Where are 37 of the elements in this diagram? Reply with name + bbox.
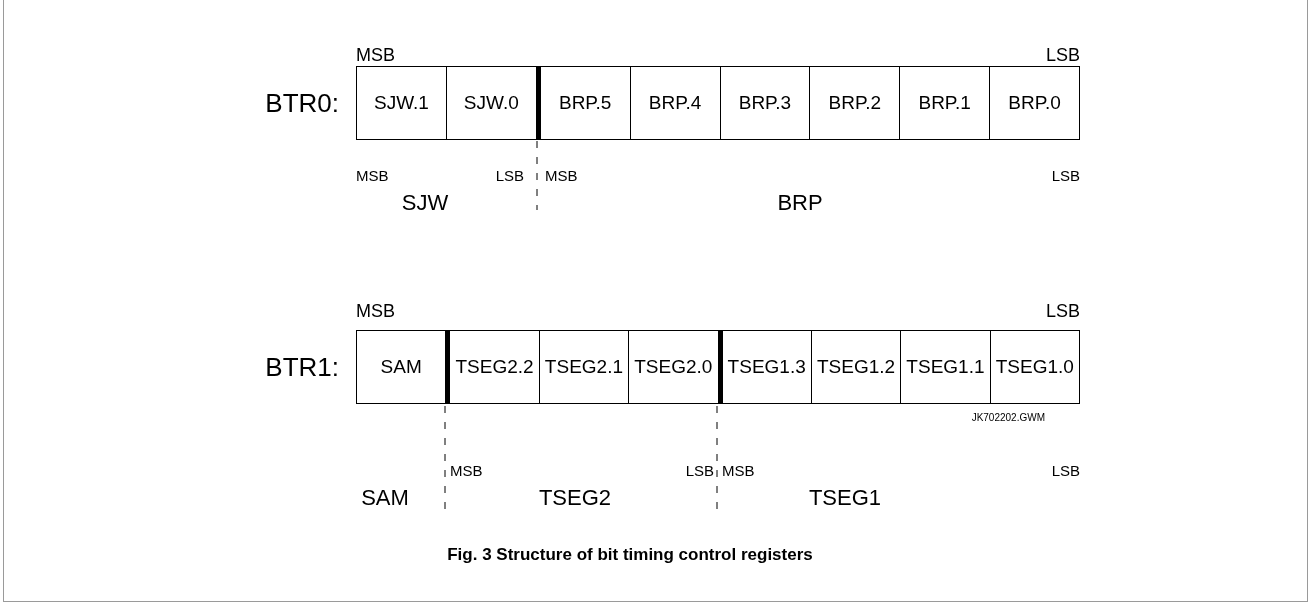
bit-order-label: LSB xyxy=(685,463,714,478)
bit-cell: TSEG1.1 xyxy=(900,331,990,403)
bit-order-label: LSB xyxy=(1045,46,1080,64)
field-name: BRP xyxy=(777,192,823,214)
bit-order-label: LSB xyxy=(1051,168,1080,183)
field-name: SAM xyxy=(361,487,409,509)
field-name: SJW xyxy=(401,192,449,214)
bit-cell: TSEG2.0 xyxy=(628,331,718,403)
bit-cell: BRP.1 xyxy=(899,67,990,139)
bit-cell: BRP.4 xyxy=(629,67,720,139)
field-name: TSEG2 xyxy=(538,487,612,509)
bit-cell: SJW.0 xyxy=(445,67,536,139)
bit-cell: TSEG2.1 xyxy=(538,331,629,403)
bit-order-label: MSB xyxy=(545,168,578,183)
bit-cell: TSEG1.3 xyxy=(717,331,811,403)
bit-order-label: MSB xyxy=(356,302,395,320)
bit-cell: BRP.3 xyxy=(719,67,810,139)
bit-order-label: LSB xyxy=(1051,463,1080,478)
bit-order-label: MSB xyxy=(450,463,483,478)
bit-cell: SAM xyxy=(357,331,446,403)
register-name: BTR0: xyxy=(265,87,339,119)
bit-cell: TSEG1.0 xyxy=(989,331,1079,403)
bit-cell: BRP.0 xyxy=(989,67,1079,139)
bit-order-label: LSB xyxy=(1045,302,1080,320)
register-name: BTR1: xyxy=(265,351,339,383)
field-name: TSEG1 xyxy=(808,487,882,509)
bit-order-label: MSB xyxy=(722,463,755,478)
bit-cell: TSEG1.2 xyxy=(810,331,901,403)
bit-cell: BRP.2 xyxy=(809,67,900,139)
bit-cell: SJW.1 xyxy=(357,67,446,139)
bit-order-label: LSB xyxy=(495,168,524,183)
bit-order-label: MSB xyxy=(356,46,395,64)
bit-order-label: MSB xyxy=(356,168,389,183)
drawing-code: JK702202.GWM xyxy=(971,413,1045,423)
bit-cell: BRP.5 xyxy=(535,67,630,139)
figure-caption: Fig. 3 Structure of bit timing control registers xyxy=(446,545,814,565)
bit-cell: TSEG2.2 xyxy=(445,331,539,403)
